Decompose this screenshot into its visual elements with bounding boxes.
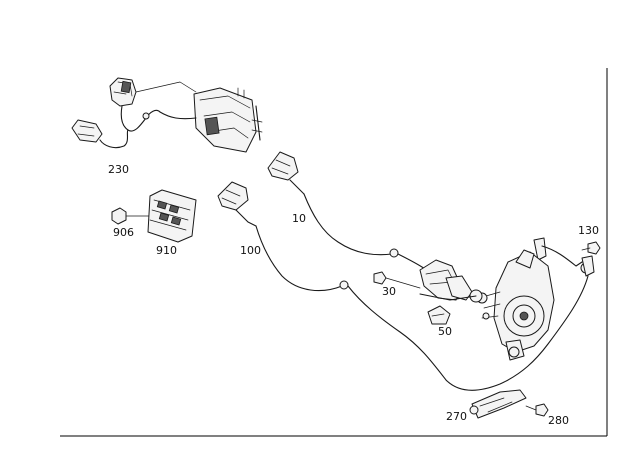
callout-130: 130 [578, 224, 599, 237]
part-270-holder[interactable] [469, 389, 527, 419]
callout-30: 30 [382, 285, 396, 298]
callout-10: 10 [292, 212, 306, 225]
callout-100: 100 [240, 244, 261, 257]
callout-910: 910 [156, 244, 177, 257]
callout-230: 230 [108, 163, 129, 176]
control-module[interactable] [159, 87, 263, 153]
callout-50: 50 [438, 325, 452, 338]
wheel-hub-knuckle[interactable] [476, 249, 555, 361]
part-230-cable[interactable] [71, 77, 197, 149]
callout-270: 270 [446, 410, 467, 423]
callout-906: 906 [113, 226, 134, 239]
sensor-bracket[interactable] [419, 259, 483, 303]
part-910-connector-block[interactable] [147, 189, 197, 243]
part-50-clip[interactable] [427, 305, 451, 325]
part-906-clip[interactable] [111, 207, 151, 225]
part-100-cable[interactable] [217, 181, 595, 391]
part-280-bolt[interactable] [525, 403, 549, 417]
part-130-sensor[interactable] [533, 237, 601, 267]
part-30-bolt[interactable] [373, 271, 421, 289]
callout-280: 280 [548, 414, 569, 427]
